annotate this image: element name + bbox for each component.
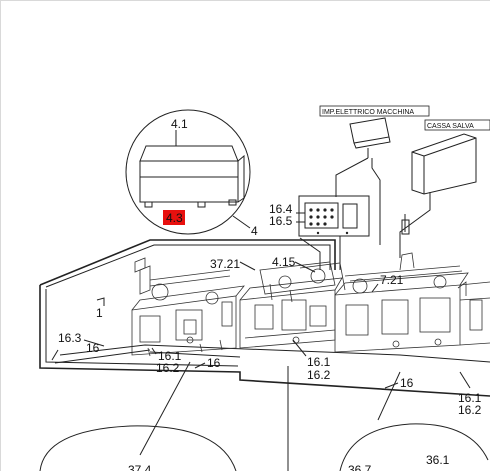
machine-module-right <box>334 252 490 353</box>
imp-elettrico-box <box>319 105 430 158</box>
detail-circle-4 <box>125 109 251 235</box>
leader-lines <box>51 261 471 389</box>
callout-16-2-mid[interactable]: 16.2 <box>307 368 331 382</box>
callout-16-1-mid[interactable]: 16.1 <box>307 355 331 369</box>
machine-base <box>54 344 490 364</box>
cable-loop <box>39 236 490 397</box>
callout-16-3[interactable]: 16.3 <box>58 331 82 345</box>
callout-16-1-right[interactable]: 16.1 <box>458 391 482 405</box>
lower-detail-leaders <box>39 361 489 471</box>
marker-1-bracket <box>96 297 105 306</box>
callout-37-21[interactable]: 37.21 <box>210 257 240 271</box>
callout-4-3[interactable]: 4.3 <box>166 211 183 225</box>
callout-36-1[interactable]: 36.1 <box>426 453 450 467</box>
cassa-salva-label: CASSA SALVA <box>427 123 474 130</box>
imp-elettrico-label: IMP.ELETTRICO MACCHINA <box>322 109 414 116</box>
callout-16-2-right[interactable]: 16.2 <box>458 403 482 417</box>
callout-16-2-left[interactable]: 16.2 <box>156 361 180 375</box>
callout-4[interactable]: 4 <box>251 224 258 238</box>
callout-4-1[interactable]: 4.1 <box>171 117 188 131</box>
callout-7-21[interactable]: 7.21 <box>380 273 404 287</box>
callout-36-7[interactable]: 36.7 <box>348 463 372 471</box>
machine-module-center <box>239 261 346 349</box>
selected-part-highlight[interactable] <box>163 210 185 225</box>
callout-16-left[interactable]: 16 <box>86 341 100 355</box>
callout-4-15[interactable]: 4.15 <box>272 255 296 269</box>
callout-16-right[interactable]: 16 <box>400 376 414 390</box>
callout-16-5[interactable]: 16.5 <box>269 214 293 228</box>
callout-1[interactable]: 1 <box>96 306 103 320</box>
callout-16-mid[interactable]: 16 <box>207 356 221 370</box>
callout-16-1-left[interactable]: 16.1 <box>158 349 182 363</box>
control-panel <box>296 195 370 237</box>
machine-module-left <box>131 257 245 357</box>
callout-16-4[interactable]: 16.4 <box>269 202 293 216</box>
callout-37-4[interactable]: 37.4 <box>128 463 152 471</box>
cassa-salva-box <box>411 119 490 195</box>
